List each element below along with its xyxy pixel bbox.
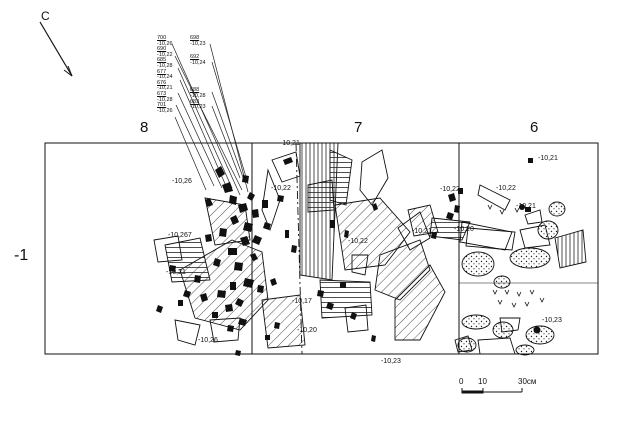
find-number: 701 [157,102,167,109]
scale-tick-10: 10 [478,377,487,386]
find-depth: -10,28 [157,63,173,70]
find-depth: -10,23 [190,104,206,111]
depth-label: -10,21 [280,140,300,147]
depth-label: -10,21 [538,155,558,162]
find-depth: -10,28 [190,93,206,100]
v-marks [487,204,545,308]
find-depth: -10,26 [157,40,173,47]
find-number-stack-left: 700 -10,26 690 -10,22 685 -10,28 677 -10… [157,35,173,115]
depth-label: -10,23 [542,317,562,324]
depth-label: -10,21 [166,269,186,276]
depth-label: -10,267 [168,232,192,239]
find-depth: -10,23 [190,40,206,47]
find-depth: -10,28 [157,96,173,103]
depth-label: -10,22 [348,238,368,245]
depth-label: -10,23 [381,358,401,365]
find-depth: -10,26 [157,107,173,114]
grid-label-col-7: 7 [354,119,363,136]
find-number: 692 [190,54,200,61]
depth-label: -10,26 [198,337,218,344]
find-depth: -10,22 [157,51,173,58]
north-arrow [39,21,73,77]
row-label: -1 [14,247,29,264]
scale-tick-0: 0 [459,377,464,386]
grid-label-col-6: 6 [530,119,539,136]
find-number: 688 [190,87,200,94]
find-number: 677 [157,68,167,75]
find-number: 685 [157,57,167,64]
depth-label: -10,22 [271,185,291,192]
dotted-areas [457,201,566,356]
find-number: 676 [157,79,167,86]
find-depth: -10,24 [190,59,206,66]
find-depth: -10,21 [157,85,173,92]
depth-label: -10,22 [496,185,516,192]
find-number: 683 [190,98,200,105]
find-depth: -10,24 [157,74,173,81]
hatched-areas [164,142,587,349]
depth-label: -10,22 [440,186,460,193]
depth-label: -10,26 [172,178,192,185]
depth-label: -10,20 [454,226,474,233]
depth-label: -10,20 [297,327,317,334]
depth-label: -10,21 [412,228,432,235]
depth-label: -10,21 [516,203,536,210]
leader-lines [171,43,249,196]
depth-label: -10,17 [292,298,312,305]
find-number-stack-right: 698 -10,23 692 -10,24 688 -10,28 683 -10… [190,35,206,111]
find-number: 673 [157,91,167,98]
find-number: 698 [190,35,200,41]
scale-bar [461,388,523,394]
black-stones [156,157,541,356]
north-label: С [41,9,50,23]
section-line [295,142,303,355]
grid-label-col-8: 8 [140,119,149,136]
find-number: 700 [157,35,167,41]
find-number: 690 [157,46,167,53]
scale-tick-30: 30см [518,377,537,386]
